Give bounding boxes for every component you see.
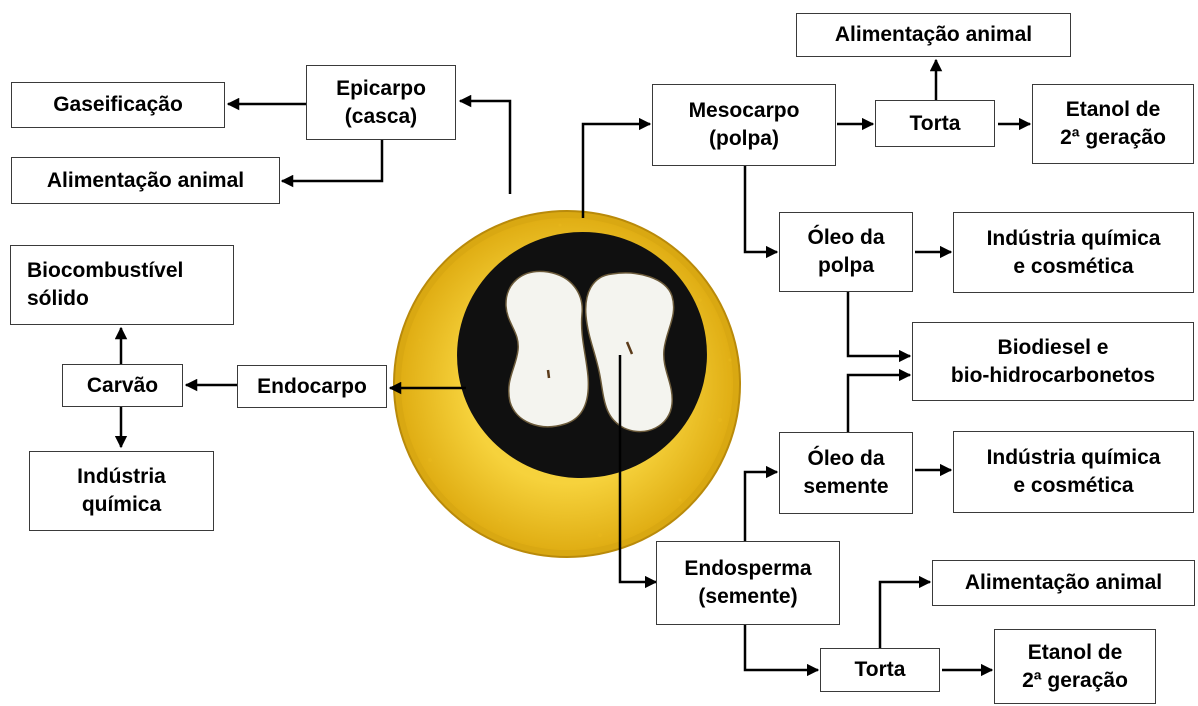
industria-quimica-box: Indústria química (29, 451, 214, 531)
mesocarpo-box: Mesocarpo (polpa) (652, 84, 836, 166)
connector-fruit-epicarpo (460, 101, 510, 194)
epicarpo-box: Epicarpo (casca) (306, 65, 456, 140)
etanol-top-box: Etanol de 2ª geração (1032, 84, 1194, 164)
gaseificacao-box: Gaseificação (11, 82, 225, 128)
oleo-semente-box: Óleo da semente (779, 432, 913, 514)
oleo-polpa-box: Óleo da polpa (779, 212, 913, 292)
torta-top-box: Torta (875, 100, 995, 147)
etanol-bottom-box: Etanol de 2ª geração (994, 629, 1156, 704)
connector-endosperma-torta (745, 625, 818, 670)
connector-oleo-biodiesel (848, 292, 910, 356)
carvao-box: Carvão (62, 364, 183, 407)
alimentacao-animal-epicarpo-box: Alimentação animal (11, 157, 280, 204)
torta-bottom-box: Torta (820, 648, 940, 692)
endocarpo-box: Endocarpo (237, 365, 387, 408)
endosperma-box: Endosperma (semente) (656, 541, 840, 625)
alimentacao-animal-bottom-box: Alimentação animal (932, 560, 1195, 606)
seed-left (506, 271, 588, 426)
connector-endosperma-oleo (745, 472, 777, 543)
connector-mesocarpo-oleo (745, 166, 777, 252)
industria-semente-box: Indústria química e cosmética (953, 431, 1194, 513)
connector-epicarpo-alimentacao (282, 140, 382, 181)
connector-oleo-semente-biodiesel (848, 375, 910, 432)
biodiesel-box: Biodiesel e bio-hidrocarbonetos (912, 322, 1194, 401)
connector-torta-alimentacao-bottom (880, 582, 930, 648)
fruit-cross-section (394, 211, 740, 557)
alimentacao-animal-top-box: Alimentação animal (796, 13, 1071, 57)
industria-polpa-box: Indústria química e cosmética (953, 212, 1194, 293)
connector-fruit-mesocarpo (583, 124, 650, 218)
biocombustivel-box: Biocombustível sólido (10, 245, 234, 325)
